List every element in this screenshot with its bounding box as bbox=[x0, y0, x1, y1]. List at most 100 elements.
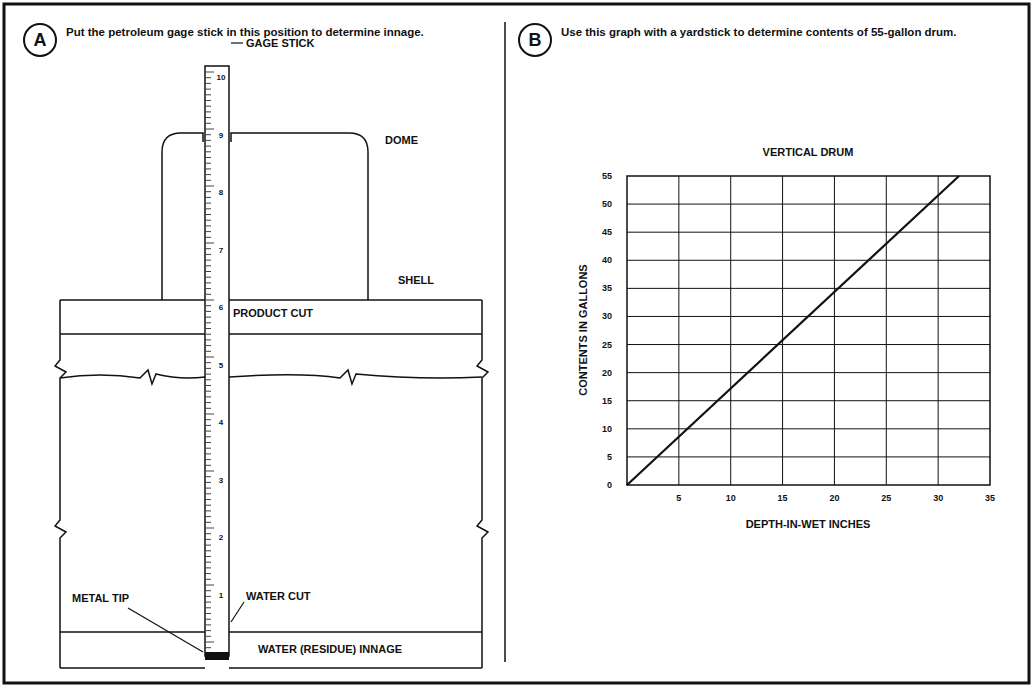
grid-line bbox=[627, 204, 990, 205]
graduation bbox=[206, 305, 211, 306]
part-label: SHELL bbox=[398, 274, 434, 287]
graduation bbox=[206, 111, 211, 112]
graduation bbox=[206, 106, 211, 107]
stick-number: 10 bbox=[216, 73, 227, 82]
axis-title: CONTENTS IN GALLONS bbox=[577, 264, 590, 395]
graduation bbox=[206, 282, 211, 283]
graduation bbox=[206, 562, 211, 563]
graduation bbox=[206, 471, 214, 472]
tick-label: 40 bbox=[602, 255, 612, 265]
graduation bbox=[206, 402, 211, 403]
graduation bbox=[206, 436, 211, 437]
axis-title: DEPTH-IN-WET INCHES bbox=[746, 518, 871, 531]
graduation bbox=[206, 94, 211, 95]
tick-label: 15 bbox=[778, 493, 788, 503]
graduation bbox=[206, 505, 211, 506]
chart-title: VERTICAL DRUM bbox=[763, 146, 854, 159]
graduation bbox=[206, 619, 211, 620]
grid-line bbox=[627, 344, 990, 345]
graduation bbox=[206, 271, 211, 272]
stick-number: 1 bbox=[218, 591, 224, 600]
grid-line bbox=[938, 176, 939, 485]
stick-number: 9 bbox=[218, 131, 224, 140]
tick-label: 5 bbox=[676, 493, 681, 503]
data-line bbox=[627, 176, 959, 485]
grid-line bbox=[627, 260, 990, 261]
part-label: WATER (RESIDUE) INNAGE bbox=[258, 643, 402, 656]
outer-frame bbox=[4, 4, 1029, 683]
stick-graduations bbox=[206, 72, 214, 648]
graduation bbox=[206, 522, 211, 523]
graduation bbox=[206, 431, 211, 432]
grid-line bbox=[782, 176, 783, 485]
panel-letter-circle: A bbox=[23, 23, 57, 57]
graduation bbox=[206, 328, 211, 329]
grid-line bbox=[627, 456, 990, 457]
gage-stick bbox=[205, 66, 229, 656]
graduation bbox=[206, 72, 214, 73]
graduation bbox=[206, 379, 211, 380]
grid-line bbox=[886, 176, 887, 485]
graduation bbox=[206, 391, 211, 392]
graduation bbox=[206, 151, 211, 152]
grid-line bbox=[627, 428, 990, 429]
graduation bbox=[206, 425, 211, 426]
panel-letter-circle: B bbox=[518, 23, 552, 57]
graduation bbox=[206, 322, 211, 323]
panel-letter: B bbox=[529, 31, 542, 49]
grid-line bbox=[730, 176, 731, 485]
graduation bbox=[206, 596, 211, 597]
grid-line bbox=[627, 372, 990, 373]
graduation bbox=[206, 294, 211, 295]
tick-label: 35 bbox=[602, 283, 612, 293]
stick-number: 4 bbox=[218, 418, 224, 427]
graduation bbox=[206, 550, 211, 551]
graduation bbox=[206, 528, 214, 529]
graduation bbox=[206, 510, 211, 511]
graduation bbox=[206, 357, 214, 358]
graduation bbox=[206, 157, 211, 158]
graduation bbox=[206, 362, 211, 363]
graduation bbox=[206, 248, 211, 249]
graduation bbox=[206, 180, 211, 181]
graduation bbox=[206, 225, 211, 226]
graduation bbox=[206, 265, 211, 266]
stick-number: 3 bbox=[218, 476, 224, 485]
tick-label: 25 bbox=[602, 339, 612, 349]
tick-label: 55 bbox=[602, 171, 612, 181]
graduation bbox=[206, 214, 211, 215]
part-label: GAGE STICK bbox=[246, 37, 314, 50]
graduation bbox=[206, 642, 214, 643]
graduation bbox=[206, 277, 211, 278]
graduation bbox=[206, 414, 214, 415]
graduation bbox=[206, 208, 211, 209]
graduation bbox=[206, 488, 211, 489]
graduation bbox=[206, 493, 211, 494]
graduation bbox=[206, 419, 211, 420]
graduation bbox=[206, 459, 211, 460]
graduation bbox=[206, 168, 211, 169]
grid-line bbox=[627, 288, 990, 289]
graduation bbox=[206, 579, 211, 580]
graduation bbox=[206, 191, 211, 192]
graduation bbox=[206, 539, 211, 540]
graduation bbox=[206, 100, 211, 101]
graduation bbox=[206, 607, 211, 608]
graduation bbox=[206, 476, 211, 477]
graduation bbox=[206, 647, 211, 648]
graduation bbox=[206, 453, 211, 454]
part-label: METAL TIP bbox=[72, 592, 129, 605]
graduation bbox=[206, 231, 211, 232]
graduation bbox=[206, 197, 211, 198]
graduation bbox=[206, 254, 211, 255]
graduation bbox=[206, 613, 211, 614]
tick-label: 25 bbox=[881, 493, 891, 503]
graduation bbox=[206, 237, 211, 238]
graduation bbox=[206, 140, 211, 141]
tick-label: 35 bbox=[985, 493, 995, 503]
tick-label: 0 bbox=[607, 480, 612, 490]
graduation bbox=[206, 602, 211, 603]
graduation bbox=[206, 624, 211, 625]
graduation bbox=[206, 590, 211, 591]
graduation bbox=[206, 203, 211, 204]
